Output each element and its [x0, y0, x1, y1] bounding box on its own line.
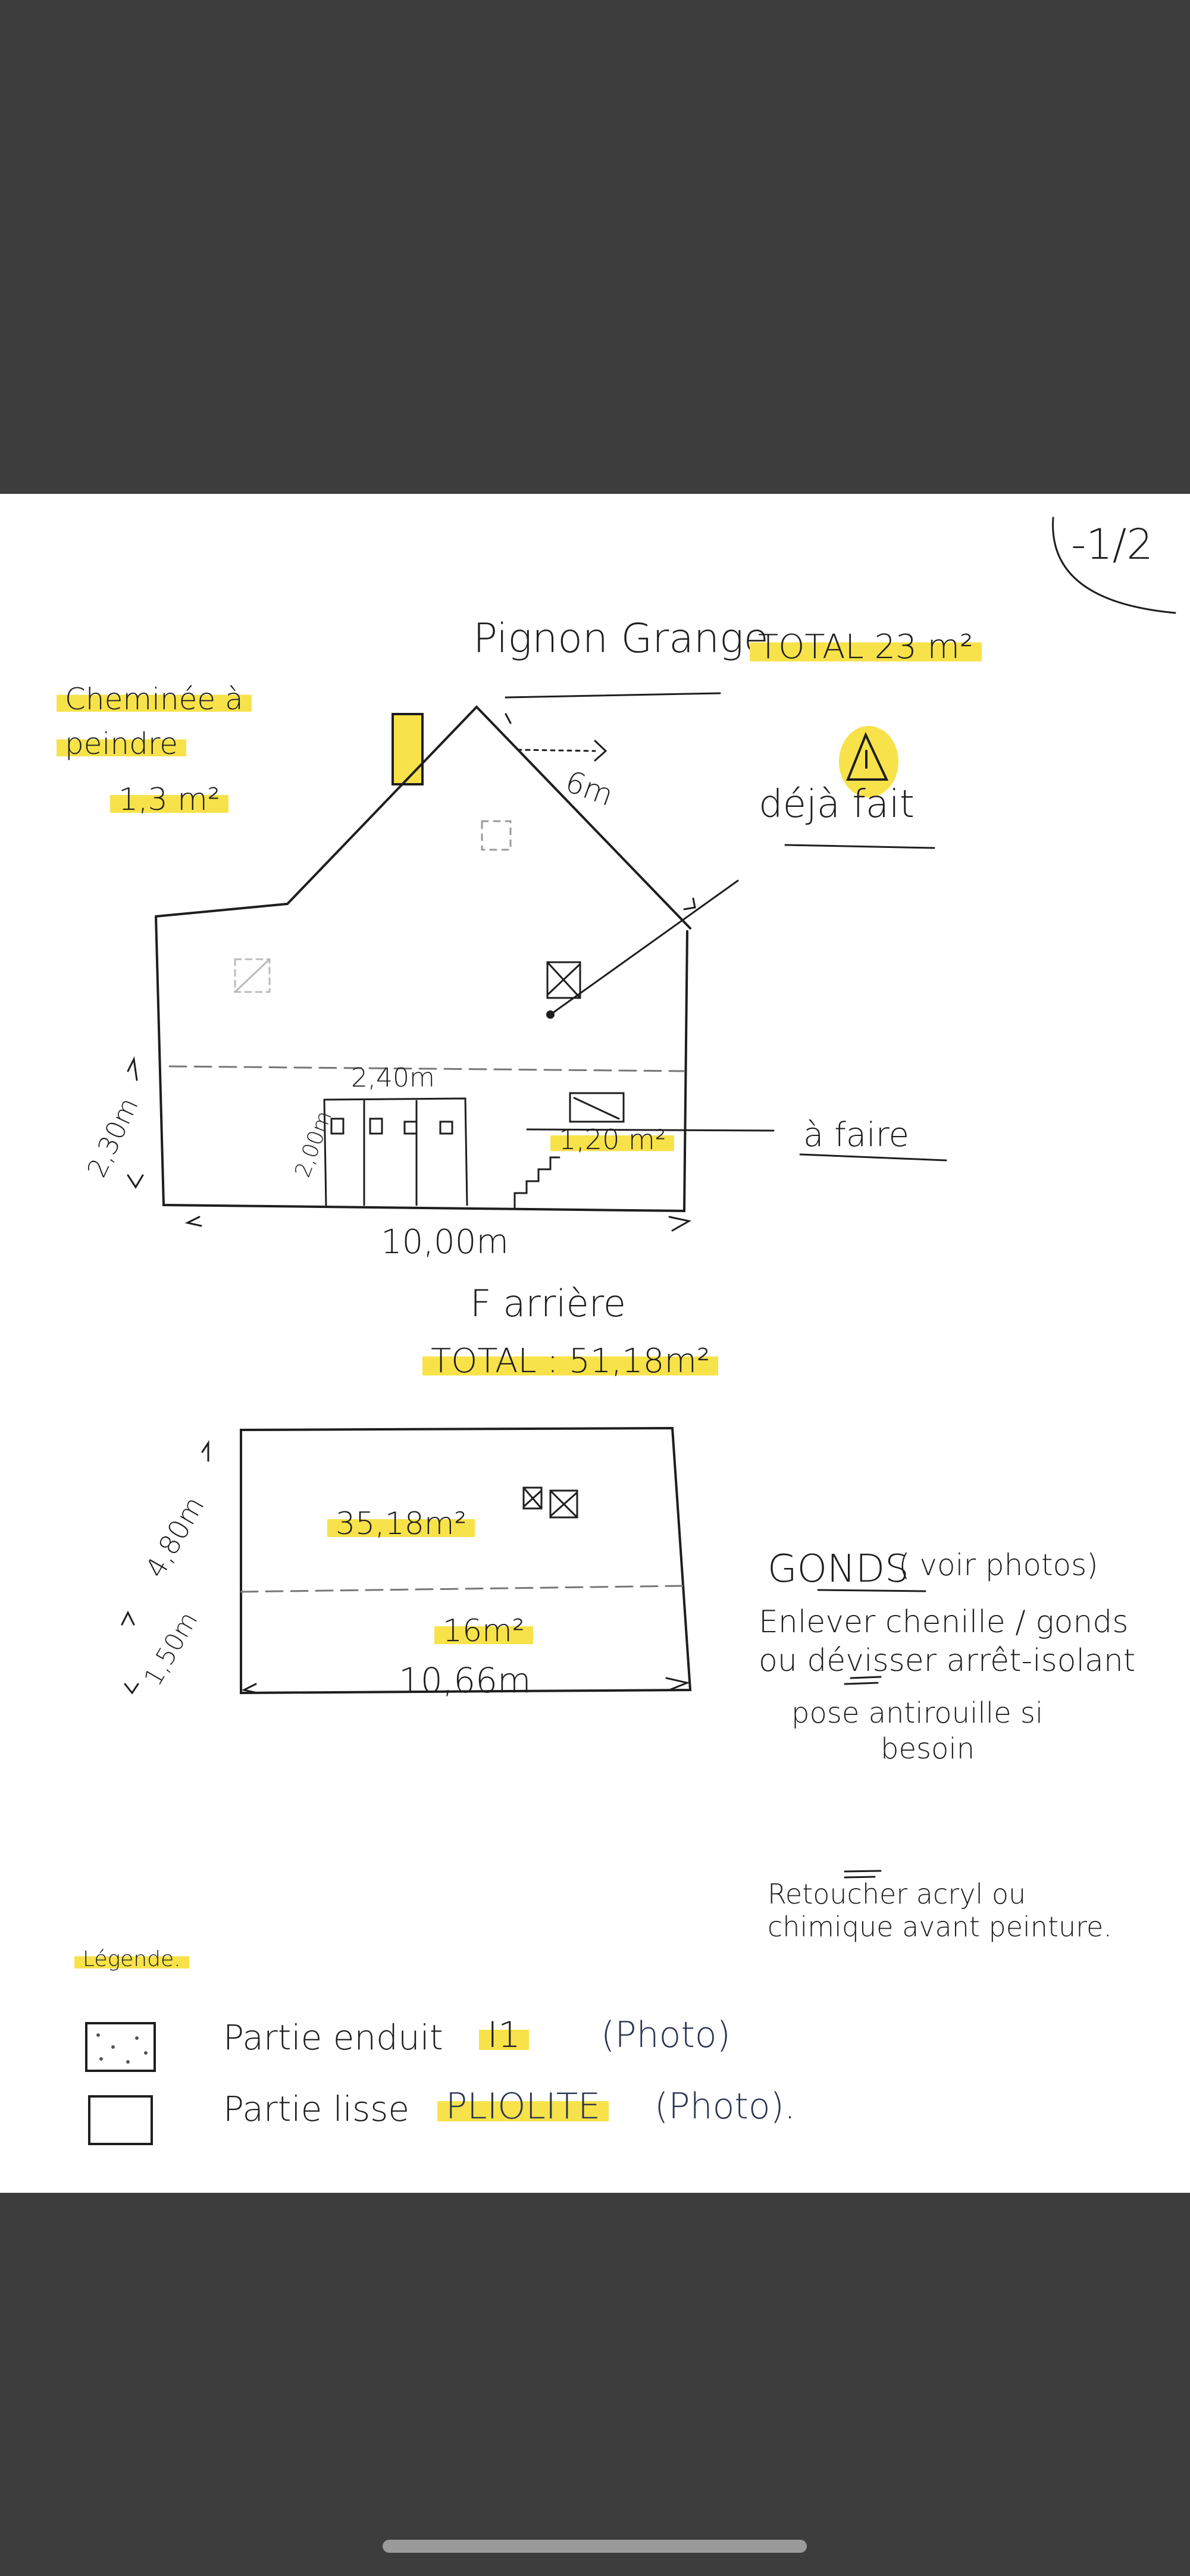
notes-line: Retoucher acryl ou [768, 1878, 1026, 1910]
chimney-label-2: peindre [57, 729, 187, 759]
rear-facade [240, 1426, 692, 1695]
notes-line: pose antirouille si [791, 1697, 1044, 1730]
window-x [522, 1486, 543, 1510]
notes-line: besoin [881, 1732, 975, 1766]
rear-total: TOTAL : 51,18m² [422, 1345, 719, 1378]
rear-lower-area: 16m² [434, 1616, 533, 1647]
notes-line: chimique avant peinture. [768, 1911, 1112, 1943]
door-width: 2,40m [351, 1063, 435, 1093]
notes-line: ou dévisser arrêt-isolant [759, 1643, 1136, 1679]
chimney-label: Cheminée à [57, 684, 252, 714]
legend-item-note: (Photo). [654, 2086, 796, 2127]
window-note: à faire [803, 1116, 909, 1154]
legend-swatch-rough [85, 2022, 156, 2072]
window-area: 1,20 m² [550, 1126, 675, 1153]
legend-item-code: PLIOLITE [437, 2089, 609, 2124]
chimney [392, 713, 424, 785]
warning-icon [846, 731, 889, 781]
gable-walls [155, 903, 688, 1213]
legend-item-label: Partie enduit [223, 2017, 443, 2058]
sketch-page [0, 494, 1190, 2193]
page-indicator: -1/2 [1071, 520, 1153, 569]
notes-line: Enlever chenille / gonds [759, 1604, 1129, 1640]
legend-swatch-smooth [88, 2095, 153, 2145]
legend-item-label: Partie lisse [223, 2089, 410, 2129]
warning-note: déjà fait [759, 782, 915, 827]
rear-title: F arrière [470, 1282, 626, 1325]
page-corner-curve [1052, 517, 1176, 614]
legend-title: Légende. [74, 1949, 189, 1970]
gable-title: Pignon Grange [473, 615, 769, 662]
legend-item-note: (Photo) [601, 2014, 731, 2056]
notes-title: GONDS [768, 1547, 909, 1591]
stairs [513, 1156, 560, 1209]
rear-upper-area: 35,18m² [327, 1508, 475, 1539]
home-indicator[interactable] [383, 2540, 807, 2553]
window-x [549, 1489, 578, 1519]
gable-width: 10,00m [381, 1223, 509, 1262]
small-window [569, 1092, 625, 1123]
rear-width: 10,66m [399, 1660, 531, 1701]
gable-roof [286, 705, 691, 929]
legend-item-code: I1 [479, 2017, 529, 2053]
garage-door [323, 1097, 468, 1206]
gable-total: TOTAL 23 m² [750, 631, 982, 664]
window-x [546, 961, 581, 999]
notes-title-note: ( voir photos) [898, 1548, 1098, 1582]
chimney-area: 1,3 m² [110, 784, 228, 815]
